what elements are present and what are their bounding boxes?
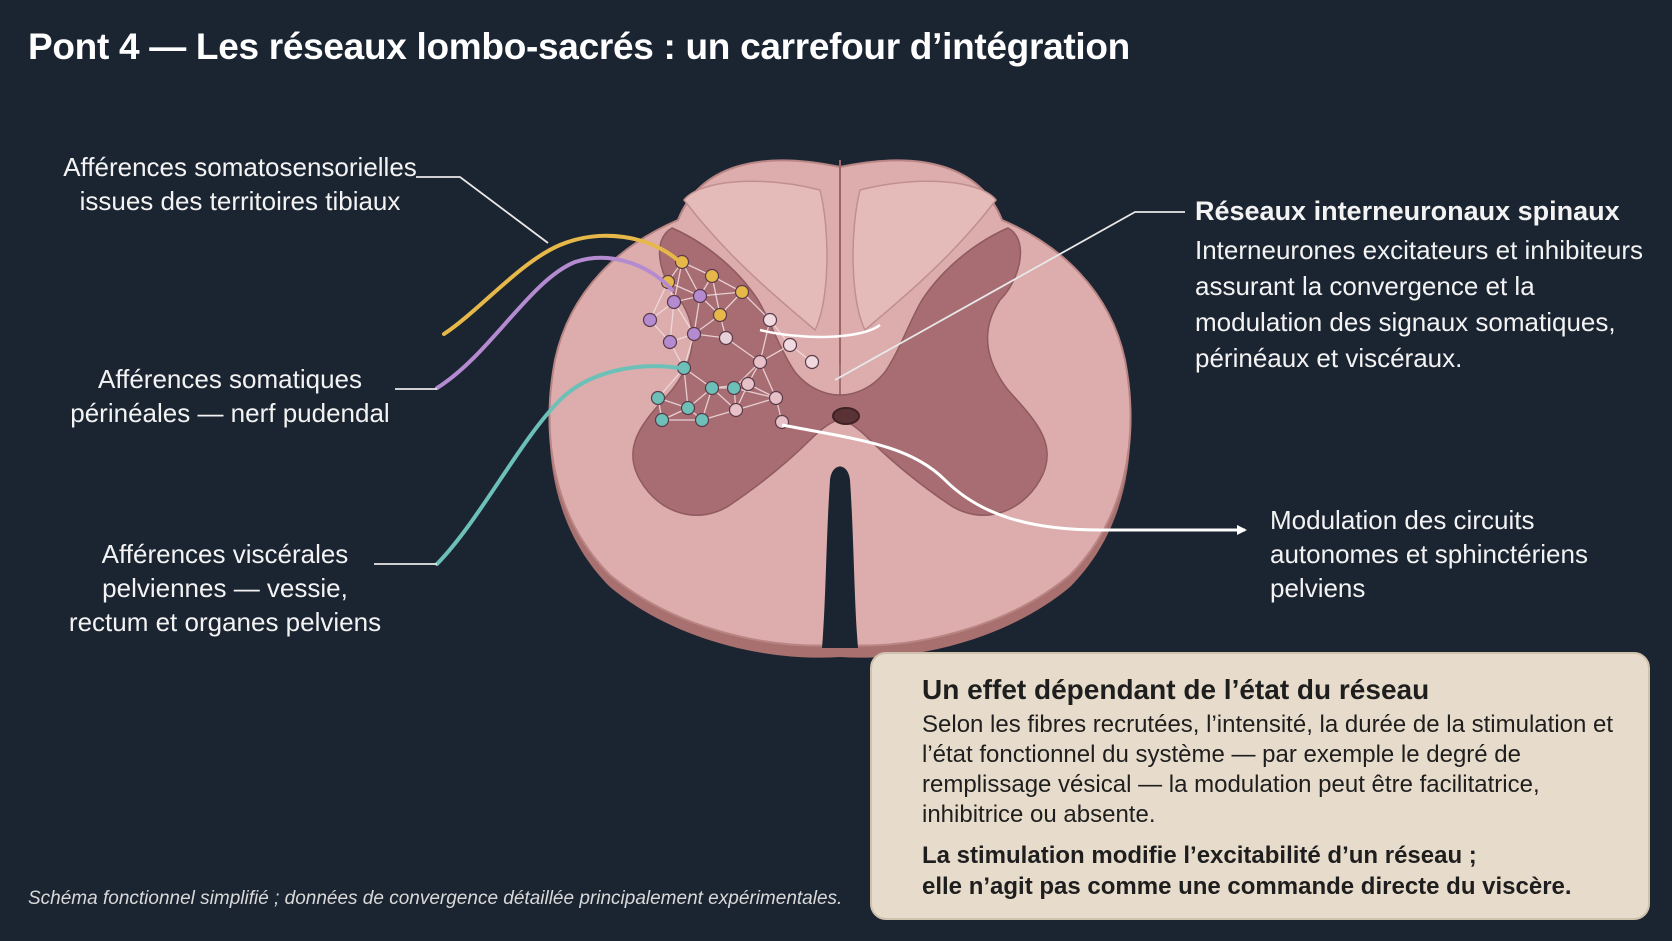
interneuron-node	[666, 294, 682, 310]
interneuron-node	[704, 268, 720, 284]
interneuron-node	[768, 390, 784, 406]
callout-heading: Un effet dépendant de l’état du réseau	[922, 674, 1430, 705]
interneuron-node	[692, 288, 708, 304]
interneuron-node	[654, 412, 670, 428]
visceral-fiber	[435, 364, 682, 566]
callout-bold-line-2: elle n’agit pas comme une commande direc…	[922, 873, 1572, 900]
callout-bold-line-1: La stimulation modifie l’excitabilité d’…	[922, 842, 1477, 869]
network-label-line-3: modulation des signaux somatiques,	[1195, 307, 1616, 337]
interneuron-node	[686, 326, 702, 342]
interneuron-node	[718, 330, 734, 346]
visceral-label-line-2: pelviennes — vessie,	[102, 573, 348, 603]
network-label-heading: Réseaux interneuronaux spinaux	[1195, 196, 1620, 226]
modulation-label-line-1: Modulation des circuits	[1270, 505, 1535, 535]
interneuron-node	[804, 354, 820, 370]
interneuron-node	[728, 402, 744, 418]
network-label: Réseaux interneuronaux spinaux Interneur…	[1195, 194, 1655, 376]
dorsal-horn-cap-right	[852, 180, 997, 332]
interneuron-node	[712, 307, 728, 323]
callout-line-3: remplissage vésical — la modulation peut…	[922, 771, 1540, 798]
tibial-leader-line	[416, 176, 549, 244]
visceral-afferents-label: Afférences viscérales pelviennes — vessi…	[40, 537, 410, 639]
pudendal-fiber	[435, 255, 674, 390]
callout-line-4: inhibitrice ou absente.	[922, 801, 1156, 828]
modulation-label-line-3: pelviens	[1270, 573, 1366, 603]
interneuron-node	[752, 354, 768, 370]
network-label-line-1: Interneurones excitateurs et inhibiteurs	[1195, 235, 1644, 265]
interneuron-node	[694, 412, 710, 428]
anterior-median-fissure	[822, 466, 858, 648]
modulation-output-arrow	[781, 423, 1247, 535]
dorsal-horn-cap-left	[683, 180, 828, 332]
page-title: Pont 4 — Les réseaux lombo-sacrés : un c…	[28, 26, 1130, 67]
tibial-fiber	[442, 233, 682, 336]
visceral-label-line-3: rectum et organes pelviens	[68, 607, 382, 637]
callout-line-1: Selon les fibres recrutées, l’intensité,…	[922, 711, 1614, 738]
interneuron-node	[662, 334, 678, 350]
callout-line-2: l’état fonctionnel du système — par exem…	[922, 741, 1522, 768]
interneuron-node	[726, 380, 742, 396]
pudendal-afferents-label: Afférences somatiques périnéales — nerf …	[40, 362, 420, 430]
network-link	[759, 319, 771, 363]
network-state-callout: Un effet dépendant de l’état du réseau S…	[870, 652, 1650, 920]
network-to-label-line	[759, 323, 881, 339]
interneuron-node	[680, 400, 696, 416]
interneuron-node	[704, 380, 720, 396]
pudendal-label-line-2: périnéales — nerf pudendal	[70, 398, 390, 428]
pudendal-label-line-1: Afférences somatiques	[98, 364, 362, 394]
tibial-label-line-2: issues des territoires tibiaux	[79, 186, 401, 216]
interneuron-node	[740, 376, 756, 392]
modulation-label-line-2: autonomes et sphinctériens	[1270, 539, 1588, 569]
modulation-label: Modulation des circuits autonomes et sph…	[1270, 503, 1650, 605]
central-canal	[832, 407, 860, 425]
tibial-afferents-label: Afférences somatosensorielles issues des…	[30, 150, 450, 218]
footnote: Schéma fonctionnel simplifié ; données d…	[28, 888, 843, 909]
interneuron-node	[762, 312, 778, 328]
network-link	[733, 387, 777, 399]
interneuron-node	[734, 284, 750, 300]
network-label-line-2: assurant la convergence et la	[1195, 271, 1535, 301]
tibial-label-line-1: Afférences somatosensorielles	[63, 152, 417, 182]
visceral-label-line-1: Afférences viscérales	[101, 539, 349, 569]
network-label-line-4: périnéaux et viscéraux.	[1195, 343, 1463, 373]
interneuron-node	[650, 390, 666, 406]
interneuron-node	[782, 337, 798, 353]
network-leader-line	[834, 211, 1185, 381]
interneuron-node	[642, 312, 658, 328]
